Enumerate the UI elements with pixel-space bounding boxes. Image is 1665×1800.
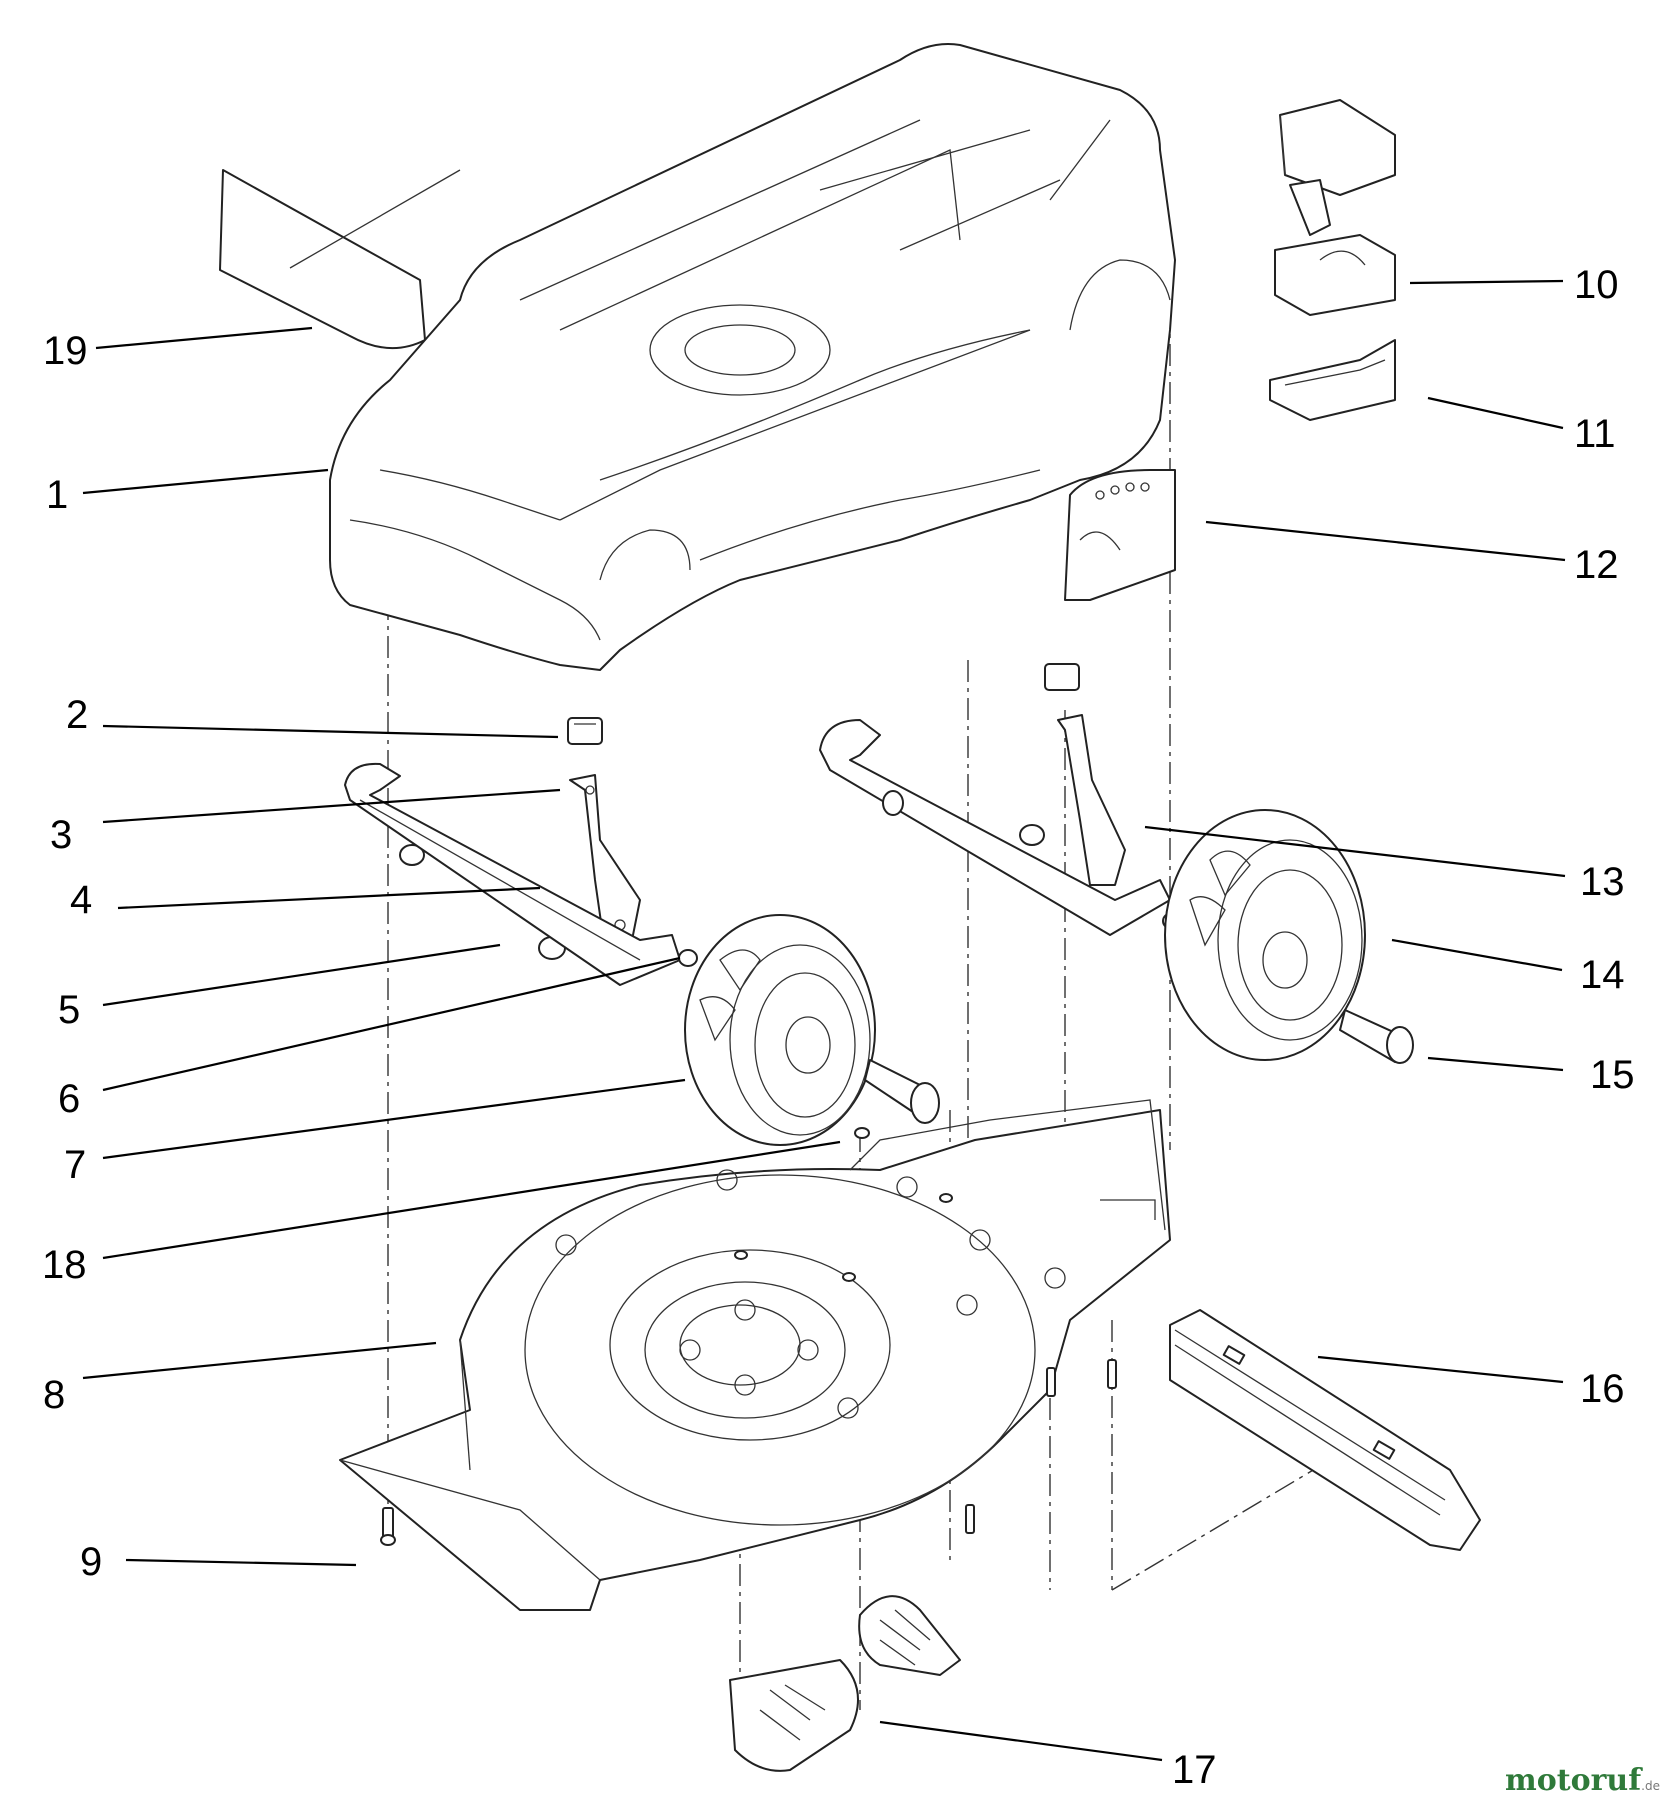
switch-base-part xyxy=(1269,339,1396,421)
watermark-brand: motoruf xyxy=(1505,1763,1643,1798)
bolt-part-right xyxy=(1339,1009,1414,1064)
callout-7: 7 xyxy=(64,1143,86,1187)
callout-1: 1 xyxy=(46,473,68,517)
callout-19: 19 xyxy=(43,329,88,373)
switch-part xyxy=(1274,234,1396,316)
decal-part xyxy=(219,169,461,349)
callout-5: 5 xyxy=(58,988,80,1032)
deck-part xyxy=(339,1099,1171,1611)
callout-3: 3 xyxy=(50,813,72,857)
rear-flap-part xyxy=(1169,1309,1481,1551)
callout-labels: 19 1 2 3 4 5 6 7 18 8 9 10 11 12 13 14 1… xyxy=(42,263,1635,1792)
knob-part-right xyxy=(1044,663,1080,691)
switch-cover-part xyxy=(1279,99,1396,236)
watermark-logo: motoruf.de xyxy=(1505,1763,1660,1798)
callout-10: 10 xyxy=(1574,263,1619,307)
leader-lines xyxy=(82,279,1566,1762)
callout-14: 14 xyxy=(1580,953,1625,997)
callout-13: 13 xyxy=(1580,860,1625,904)
callout-17: 17 xyxy=(1172,1748,1217,1792)
axle-part-right xyxy=(819,719,1171,936)
washer-part-left xyxy=(678,949,698,967)
height-adjust-plate-part xyxy=(1064,469,1176,601)
callout-6: 6 xyxy=(58,1077,80,1121)
callout-12: 12 xyxy=(1574,543,1619,587)
callout-4: 4 xyxy=(70,878,92,922)
screw-part-9 xyxy=(380,1507,396,1546)
knob-part-left xyxy=(567,717,603,745)
wheel-part-right xyxy=(1164,809,1366,1061)
callout-16: 16 xyxy=(1580,1367,1625,1411)
callout-18: 18 xyxy=(42,1243,87,1287)
svg-text:motoruf.de: motoruf.de xyxy=(1505,1763,1660,1798)
screw-part-18 xyxy=(734,1127,1117,1534)
axle-part-left xyxy=(344,762,681,986)
housing-part xyxy=(329,43,1176,671)
bolt-part-left xyxy=(864,1059,940,1124)
watermark-suffix: .de xyxy=(1641,1779,1660,1793)
plug-part-17 xyxy=(729,1595,961,1772)
callout-11: 11 xyxy=(1574,412,1616,456)
callout-2: 2 xyxy=(66,693,88,737)
wheel-part-left xyxy=(684,914,876,1146)
callout-15: 15 xyxy=(1590,1053,1635,1097)
callout-8: 8 xyxy=(43,1373,65,1417)
bracket-part-right xyxy=(1057,714,1126,886)
callout-9: 9 xyxy=(80,1540,102,1584)
